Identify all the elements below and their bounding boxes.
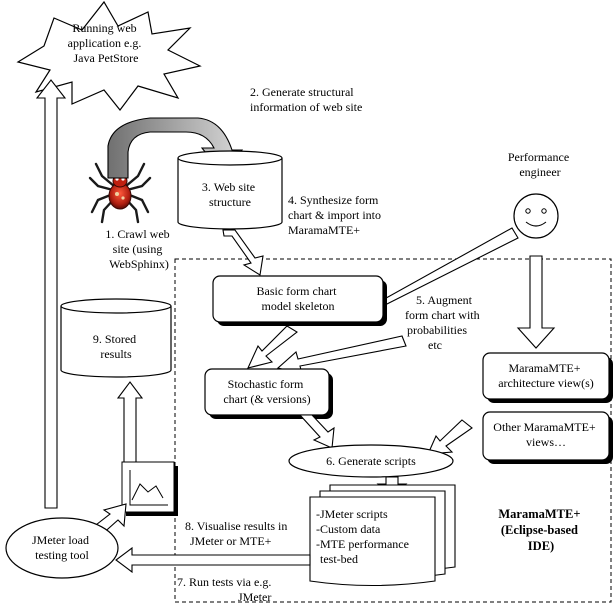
step1-label: 1. Crawl web site (using WebSphinx) <box>105 227 172 271</box>
step7-line1: 7. Run tests via e.g. <box>177 575 271 589</box>
svg-text:MaramaMTE+ architecture: MaramaMTE+ architecture view(s) <box>498 361 594 390</box>
stochastic-to-generate-arrow <box>298 414 335 449</box>
engineer-line2: engineer <box>519 165 560 179</box>
ide-line2: (Eclipse-based <box>501 523 578 537</box>
step4-line2: chart & import into <box>288 208 381 222</box>
step5-line3: probabilities <box>407 323 467 337</box>
svg-text:Running web application: Running web application e.g. Java PetSto… <box>68 21 145 65</box>
step9-line2: results <box>100 347 132 361</box>
step8-line1: 8. Visualise results in <box>185 519 287 533</box>
scripts-document: -JMeter scripts -Custom data -MTE perfor… <box>309 484 456 587</box>
chart-to-stored-arrow <box>116 381 144 463</box>
step3-line1: 3. Web site <box>202 180 255 194</box>
step5-line1: 5. Augment <box>416 293 473 307</box>
synthesize-arrow <box>222 229 264 276</box>
svg-text:-JMeter scripts -Custom: -JMeter scripts -Custom data -MTE perfor… <box>316 507 412 566</box>
views-to-generate-arrow <box>427 419 473 455</box>
engineer-to-architecture-arrow <box>516 255 556 349</box>
svg-text:Basic form chart model s: Basic form chart model skeleton <box>257 284 340 313</box>
step2-line1: 2. Generate structural <box>250 85 354 99</box>
stochastic-line2: chart (& versions) <box>223 392 310 406</box>
stochastic-form-chart-box: Stochastic form chart (& versions) <box>204 368 333 419</box>
step9-line1: 9. Stored <box>93 332 136 346</box>
running-app-line3: Java PetStore <box>74 51 139 65</box>
results-chart-icon <box>121 461 178 516</box>
basic-form-line1: Basic form chart <box>257 284 338 298</box>
jmeter-tool-ellipse: JMeter load testing tool <box>5 517 119 579</box>
svg-text:3. Web site structure: 3. Web site structure <box>202 180 258 209</box>
jmeter-line2: testing tool <box>35 548 89 562</box>
other-views-line1: Other MaramaMTE+ <box>493 420 596 434</box>
scripts-line2: -Custom data <box>316 522 381 536</box>
step5-line4: etc <box>428 338 442 352</box>
basic-to-stochastic-arrow <box>247 325 298 369</box>
run-tests-arrow <box>115 546 311 574</box>
step8-label: 8. Visualise results in JMeter or MTE+ <box>185 519 290 548</box>
svg-text:Other MaramaMTE+ views…: Other MaramaMTE+ views… <box>493 420 598 449</box>
step8-line2: JMeter or MTE+ <box>190 534 272 548</box>
step2-line2: information of web site <box>250 100 362 114</box>
other-views-line2: views… <box>526 435 566 449</box>
step5-label: 5. Augment form chart with probabilities… <box>405 293 483 352</box>
augment-arrow <box>276 335 407 375</box>
stochastic-line1: Stochastic form <box>228 377 304 391</box>
ide-line1: MaramaMTE+ <box>498 507 580 521</box>
svg-text:JMeter load testing tool: JMeter load testing tool <box>32 533 92 562</box>
engineer-line1: Performance <box>508 150 569 164</box>
step7-line2: JMeter <box>238 590 271 604</box>
step7-label: 7. Run tests via e.g. JMeter <box>177 575 274 604</box>
ide-label: MaramaMTE+ (Eclipse-based IDE) <box>498 507 583 553</box>
basic-form-chart-box: Basic form chart model skeleton <box>212 275 387 326</box>
step4-line3: MaramaMTE+ <box>288 223 360 237</box>
svg-text:9. Stored results: 9. Stored results <box>93 332 139 361</box>
running-app-starburst: Running web application e.g. Java PetSto… <box>16 0 202 111</box>
generate-scripts-ellipse: 6. Generate scripts <box>288 444 454 478</box>
jmeter-line1: JMeter load <box>32 533 89 547</box>
step1-line2: site (using <box>113 242 163 256</box>
ide-boundary <box>174 258 612 603</box>
architecture-line1: MaramaMTE+ <box>508 361 580 375</box>
step1-line1: 1. Crawl web <box>105 227 169 241</box>
step4-line1: 4. Synthesize form <box>288 193 379 207</box>
scripts-line1: -JMeter scripts <box>316 507 388 521</box>
architecture-view-box: MaramaMTE+ architecture view(s) <box>482 352 613 403</box>
scripts-line4: test-bed <box>320 552 358 566</box>
website-structure-cylinder: 3. Web site structure <box>177 150 283 230</box>
performance-engineer-label: Performance engineer <box>508 150 572 179</box>
basic-form-line2: model skeleton <box>262 299 335 313</box>
step5-line2: form chart with <box>405 308 480 322</box>
scripts-line3: -MTE performance <box>316 537 409 551</box>
running-app-line1: Running web <box>72 21 136 35</box>
step4-label: 4. Synthesize form chart & import into M… <box>288 193 384 237</box>
other-views-box: Other MaramaMTE+ views… <box>482 411 613 464</box>
step3-line2: structure <box>209 195 251 209</box>
ide-line3: IDE) <box>528 539 554 553</box>
stored-results-cylinder: 9. Stored results <box>60 298 172 378</box>
step2-label: 2. Generate structural information of we… <box>250 85 362 114</box>
architecture-line2: architecture view(s) <box>498 376 594 390</box>
performance-engineer-icon <box>513 193 559 239</box>
step6-label: 6. Generate scripts <box>326 454 416 468</box>
step1-line3: WebSphinx) <box>109 257 169 271</box>
running-app-line2: application e.g. <box>68 36 142 50</box>
run-to-app-arrow <box>35 79 67 509</box>
svg-text:Stochastic form chart (&: Stochastic form chart (& versions) <box>223 377 310 406</box>
